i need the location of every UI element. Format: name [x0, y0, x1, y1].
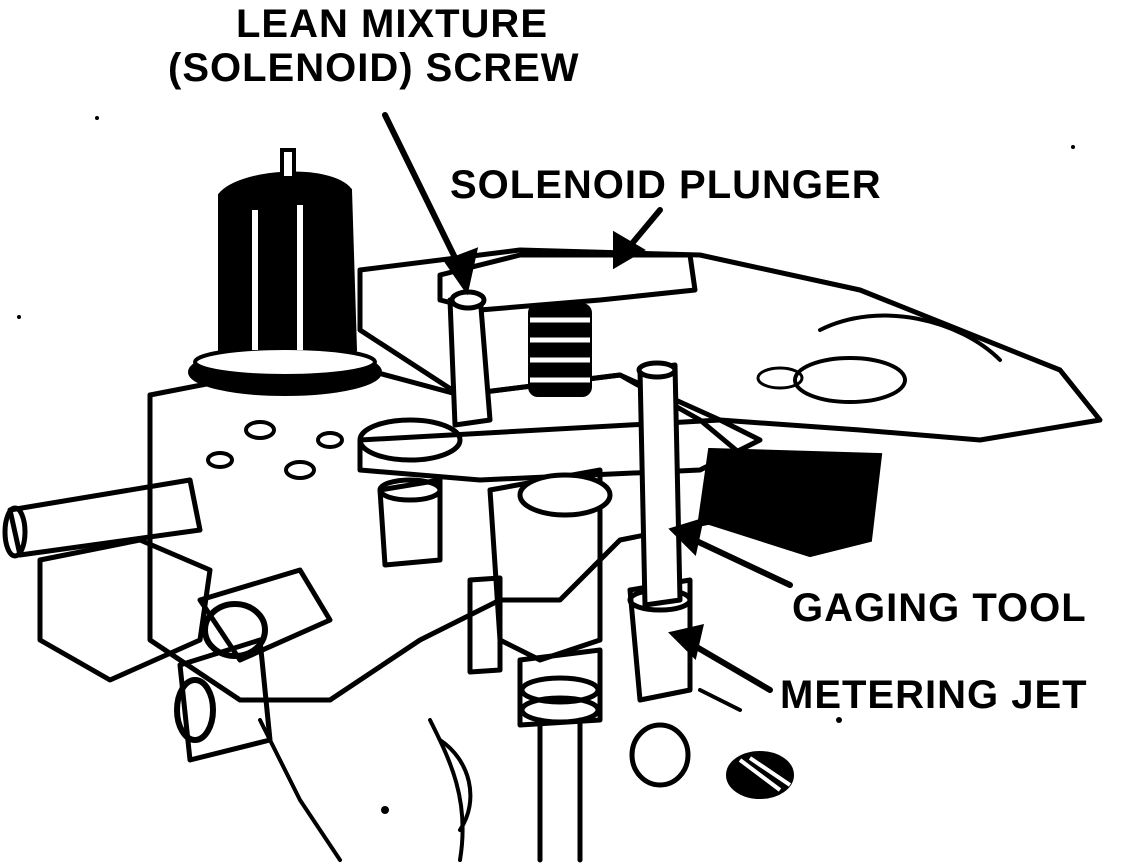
solenoid-plunger-bracket: [437, 252, 698, 313]
gaging-tool-label: GAGING TOOL: [792, 586, 1087, 630]
metering-jet-text: METERING JET: [780, 673, 1088, 717]
gaging-tool-rod: [637, 362, 683, 608]
metering-jet-label: METERING JET: [780, 673, 1088, 717]
gaging-tool-text: GAGING TOOL: [792, 586, 1087, 630]
fuel-inlet-tube: [7, 477, 203, 558]
lean-mixture-screw-label: LEAN MIXTURE (SOLENOID) SCREW: [168, 2, 580, 90]
lean-mixture-label-line1: LEAN MIXTURE: [236, 2, 548, 46]
solenoid-coil: [218, 171, 358, 367]
solenoid-plunger-label: SOLENOID PLUNGER: [450, 163, 882, 207]
lean-mixture-screw: [447, 292, 493, 428]
lean-mixture-label-line2: (SOLENOID) SCREW: [168, 46, 580, 90]
solenoid-plunger-text: SOLENOID PLUNGER: [450, 163, 882, 207]
gaging-tool-block: [697, 447, 883, 558]
